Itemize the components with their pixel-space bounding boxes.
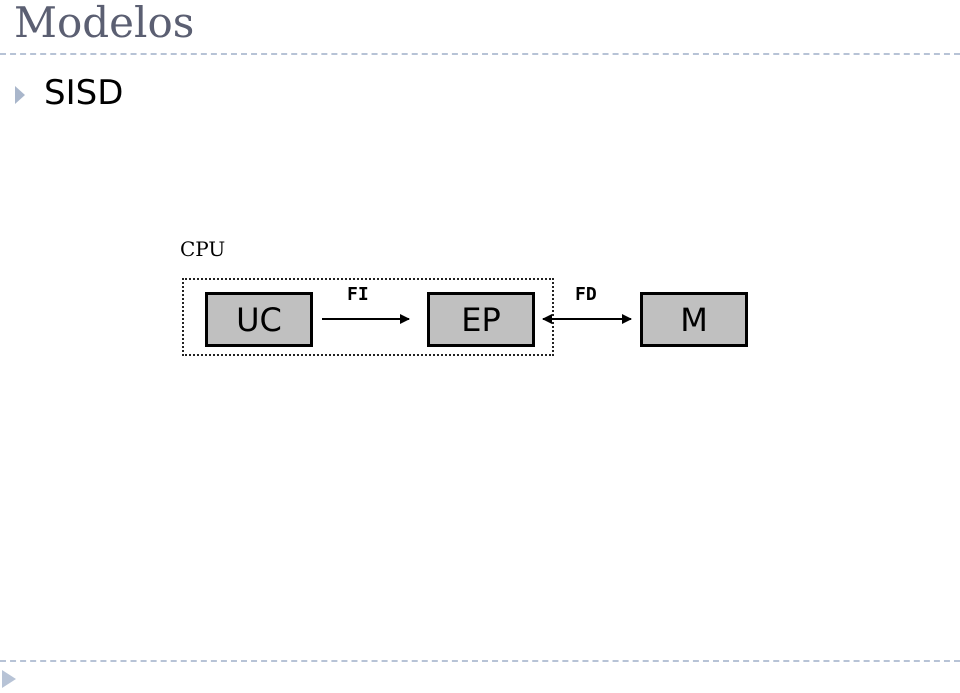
memory-box: M bbox=[640, 292, 748, 347]
control-unit-label: UC bbox=[236, 300, 282, 339]
control-unit-box: UC bbox=[205, 292, 313, 347]
bullet-text: SISD bbox=[44, 73, 124, 113]
cpu-label: CPU bbox=[180, 237, 226, 261]
slide-title: Modelos bbox=[14, 0, 195, 47]
instruction-flow-label: FI bbox=[347, 284, 369, 305]
footer-triangle-icon bbox=[2, 670, 16, 688]
data-flow-label: FD bbox=[575, 284, 597, 305]
bottom-dashed-divider bbox=[0, 660, 960, 662]
bullet-triangle-icon bbox=[15, 86, 25, 104]
processing-element-box: EP bbox=[427, 292, 535, 347]
processing-element-label: EP bbox=[461, 300, 501, 339]
top-dashed-divider bbox=[0, 53, 960, 55]
memory-label: M bbox=[680, 300, 708, 339]
